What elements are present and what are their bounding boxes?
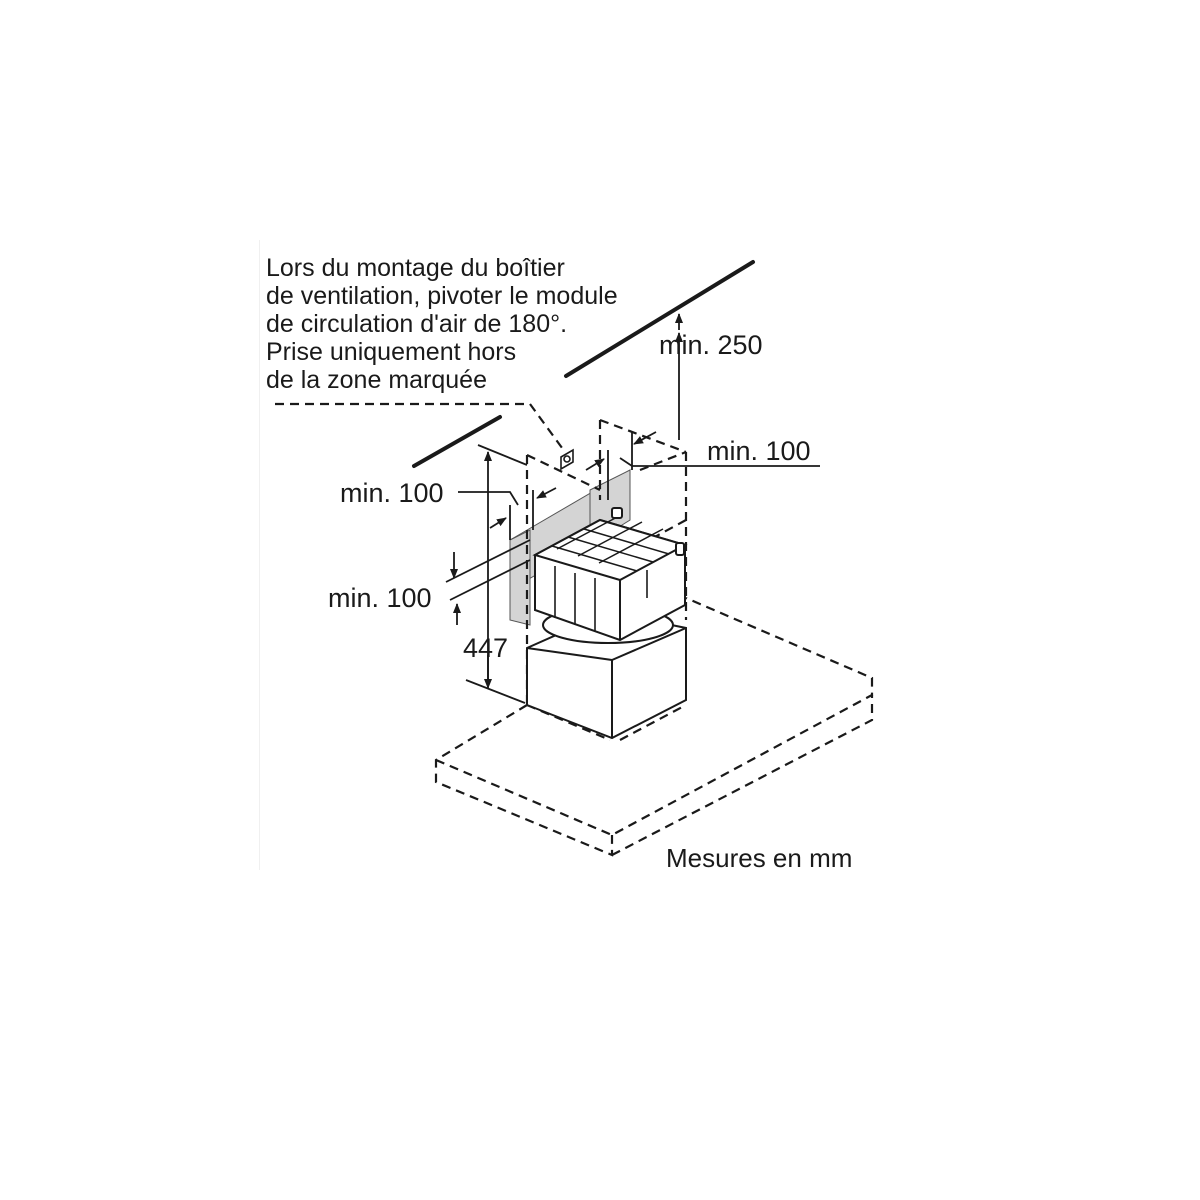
- installation-note: Lors du montage du boîtier de ventilatio…: [266, 254, 618, 394]
- power-socket-icon: [560, 448, 574, 471]
- note-line: de circulation d'air de 180°.: [266, 310, 568, 338]
- recirculation-module: [532, 507, 688, 644]
- right-clearance-label: min. 100: [707, 436, 811, 466]
- height-label: 447: [463, 633, 509, 663]
- note-line: de la zone marquée: [266, 366, 487, 394]
- ceiling-lines: [412, 260, 755, 468]
- left-clearance-label: min. 100: [340, 478, 444, 508]
- frame-edge: [259, 240, 260, 870]
- ceiling-clearance-label: min. 250: [659, 330, 763, 360]
- note-line: de ventilation, pivoter le module: [266, 282, 618, 310]
- note-line: Lors du montage du boîtier: [266, 254, 565, 282]
- units-label: Mesures en mm: [666, 843, 853, 873]
- dimension-lines: [445, 313, 820, 704]
- note-line: Prise uniquement hors: [266, 338, 517, 366]
- vertical-clearance-label: min. 100: [328, 583, 432, 613]
